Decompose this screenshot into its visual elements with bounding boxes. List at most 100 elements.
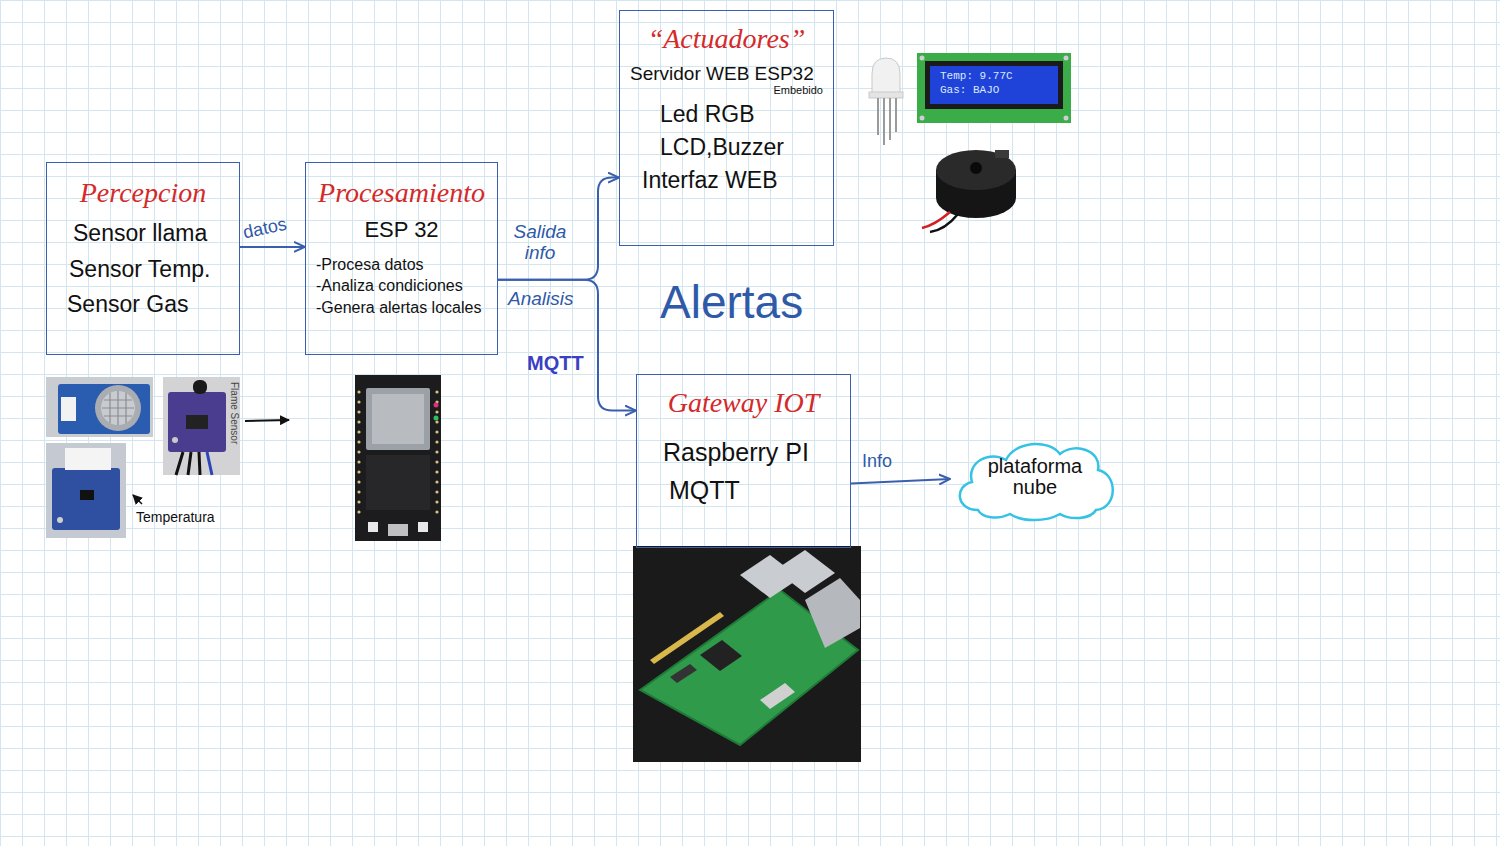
box-text: Servidor WEB ESP32 (630, 62, 823, 86)
lcd-text: Gas: BAJO (940, 84, 999, 97)
box-text: -Procesa datos (316, 254, 487, 276)
esp32-photo (357, 490, 360, 493)
box-heading: “Actuadores” (630, 21, 823, 56)
lcd-text: Temp: 9.77C (940, 70, 1013, 83)
edge-label: Salida info (500, 222, 580, 264)
raspberry-pi-photo (650, 612, 724, 664)
rgb-led-photo (872, 58, 900, 94)
flame-sensor-photo (163, 377, 240, 475)
raspberry-pi-photo (775, 550, 835, 593)
esp32-photo (357, 460, 360, 463)
gas-sensor-photo (46, 377, 153, 437)
perception-box: PercepcionSensor llamaSensor Temp.Sensor… (46, 162, 240, 355)
box-heading: Procesamiento (316, 175, 487, 210)
esp32-photo (435, 490, 438, 493)
box-text: Raspberry PI (649, 434, 838, 472)
esp32-photo (357, 440, 360, 443)
buzzer-photo (995, 150, 1009, 158)
esp32-photo (355, 375, 441, 541)
cloud-platform: plataforma nube (950, 436, 1120, 522)
box-text: Sensor Gas (61, 287, 225, 323)
connector (498, 178, 619, 280)
rgb-led-photo (869, 58, 903, 145)
gas-sensor-photo (61, 397, 76, 421)
edge-label: datos (241, 215, 288, 244)
lcd-photo (920, 56, 925, 61)
esp32-photo (366, 455, 430, 510)
esp32-photo (435, 460, 438, 463)
esp32-photo (435, 430, 438, 433)
raspberry-pi-photo (805, 578, 860, 648)
connector (240, 246, 305, 248)
flame-sensor-photo (168, 392, 226, 452)
box-text: Sensor llama (61, 216, 225, 252)
box-text: LCD,Buzzer (630, 131, 823, 164)
edge-label: Analisis (508, 289, 573, 310)
lcd-photo (930, 66, 1058, 104)
flame-sensor-photo (186, 415, 208, 429)
buzzer-photo (930, 214, 958, 232)
lcd-photo (920, 116, 925, 121)
esp32-photo (388, 524, 408, 536)
esp32-photo (357, 420, 360, 423)
box-text: Embebido (630, 84, 823, 98)
esp32-photo (357, 390, 438, 513)
gas-sensor-photo (58, 384, 150, 434)
temperature-sensor-photo (46, 443, 126, 538)
box-text: Led RGB (630, 98, 823, 131)
temperature-sensor-photo (46, 443, 126, 538)
flame-sensor-photo (163, 377, 240, 475)
esp32-photo (435, 480, 438, 483)
actuators-box: “Actuadores” Servidor WEB ESP32EmbebidoLe… (619, 10, 834, 246)
gas-sensor-photo (101, 391, 135, 425)
lcd-photo (1064, 116, 1069, 121)
esp32-photo (357, 510, 360, 513)
esp32-photo (366, 388, 430, 450)
rgb-led-photo (869, 92, 903, 98)
box-heading: Percepcion (61, 175, 225, 210)
temperature-sensor-photo (52, 468, 120, 530)
gas-sensor-photo (95, 385, 141, 431)
esp32-photo (435, 440, 438, 443)
esp32-photo (418, 522, 428, 532)
esp32-photo (357, 470, 360, 473)
protocol-label: MQTT (527, 352, 584, 375)
lcd-photo (917, 53, 1071, 123)
leader-line (133, 495, 142, 504)
gas-sensor-photo (46, 377, 153, 437)
esp32-photo (435, 390, 438, 393)
box-text: ESP 32 (316, 216, 487, 244)
temperature-sensor-photo (65, 448, 111, 470)
esp32-photo (357, 400, 360, 403)
flame-sensor-photo (193, 380, 207, 394)
esp32-photo (435, 420, 438, 423)
buzzer-photo (922, 150, 1016, 232)
esp32-photo (368, 522, 378, 532)
part-label: Temperatura (136, 509, 215, 525)
arrow-line (245, 420, 289, 421)
note-label: Alertas (660, 276, 803, 329)
cloud-shape (960, 444, 1113, 520)
raspberry-pi-photo (633, 546, 861, 762)
temperature-sensor-photo (57, 517, 63, 523)
raspberry-pi-photo (760, 683, 795, 709)
lcd-photo (1064, 56, 1069, 61)
connector (851, 479, 950, 484)
connector (498, 280, 636, 411)
part-label: Flame Sensor (229, 382, 241, 444)
box-heading: Gateway IOT (649, 385, 838, 420)
flame-sensor-photo (207, 452, 212, 475)
flame-sensor-photo (176, 452, 200, 475)
box-text: -Analiza condiciones (316, 275, 487, 297)
flame-sensor-photo (172, 437, 178, 443)
buzzer-photo (936, 150, 1016, 190)
raspberry-pi-photo (670, 664, 697, 683)
esp32-photo (434, 403, 439, 408)
esp32-photo (355, 375, 441, 541)
edge-label: Info (862, 452, 892, 472)
box-text: Sensor Temp. (61, 252, 225, 288)
esp32-photo (434, 416, 439, 421)
buzzer-photo (970, 162, 982, 174)
gas-sensor-photo (102, 391, 134, 425)
